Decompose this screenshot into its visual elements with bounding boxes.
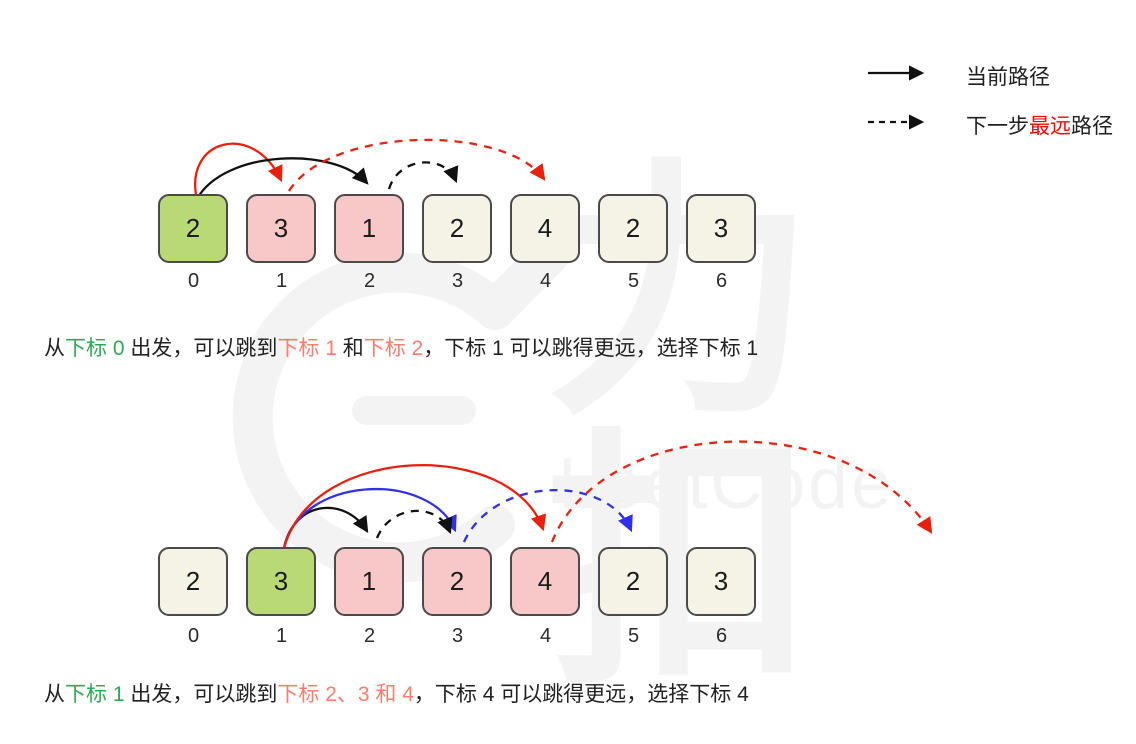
caption-seg: 出发，可以跳到 [124,337,278,360]
d1-index-6: 6 [715,270,728,292]
arrow-d1-0-to-1-red-solid [194,142,283,200]
caption-seg: 下标 2 [363,337,424,360]
d1-box-0: 2 [158,194,228,263]
d2-index-1: 1 [275,625,288,647]
d1-box-3: 2 [422,194,492,263]
d1-index-5: 5 [627,270,640,292]
caption-seg: ，下标 1 可以跳得更远，选择下标 1 [423,337,759,360]
caption-seg: 下标 1 [277,337,337,360]
caption-seg: 和 [336,337,364,360]
legend-next-path-seg: 路径 [1071,115,1113,138]
legend-next-path-seg: 最远 [1029,115,1071,138]
d2-box-4: 4 [510,547,580,616]
legend-next-path-label: 下一步最远路径 [966,110,1113,140]
arrow-d1-0-to-2-black-solid [195,157,369,200]
d1-index-0: 0 [187,270,200,292]
legend-current-path-label: 当前路径 [966,66,1050,89]
d1-index-1: 1 [275,270,288,292]
d1-box-1: 3 [246,194,316,263]
d1-box-6: 3 [686,194,756,263]
d2-box-6: 3 [686,547,756,616]
d1-index-3: 3 [451,270,464,292]
d2-box-1: 3 [246,547,316,616]
d1-box-5: 2 [598,194,668,263]
arrow-d1-1-to-4-red-dashed [288,138,546,192]
d1-index-2: 2 [363,270,376,292]
d2-box-0: 2 [158,547,228,616]
arrow-d2-1-to-2-black-solid [282,506,369,549]
d2-index-0: 0 [187,625,200,647]
caption-step-1: 从下标 0 出发，可以跳到下标 1 和下标 2，下标 1 可以跳得更远，选择下标… [44,332,758,362]
arrow-d2-3-to-5-blue-dashed [462,489,633,543]
caption-seg: 下标 0 [65,337,125,360]
caption-seg: 出发，可以跳到 [124,683,278,706]
arrow-d2-1-to-4-red-solid [282,464,547,549]
caption-seg: 从 [44,337,65,360]
d2-index-2: 2 [363,625,376,647]
d1-box-2: 1 [334,194,404,263]
d2-box-2: 1 [334,547,404,616]
d2-index-4: 4 [539,625,552,647]
d1-box-4: 4 [510,194,580,263]
arrow-d2-1-to-3-blue-solid [282,487,457,549]
caption-seg: 从 [44,683,65,706]
arrow-d2-2-to-3-black-dashed [375,509,453,539]
watermark-logo-text: 力扣 [545,144,843,700]
d2-box-5: 2 [598,547,668,616]
caption-seg: 下标 2、3 和 4 [277,683,414,706]
caption-seg: ，下标 4 可以跳得更远，选择下标 4 [413,683,749,706]
caption-seg: 下标 1 [65,683,125,706]
caption-step-2: 从下标 1 出发，可以跳到下标 2、3 和 4，下标 4 可以跳得更远，选择下标… [44,678,749,708]
d2-index-3: 3 [451,625,464,647]
arrow-d2-4-to-8-red-dashed [550,440,933,543]
arrow-d1-2-to-3-black-dashed [387,161,459,190]
d2-box-3: 2 [422,547,492,616]
d2-index-6: 6 [715,625,728,647]
d1-index-4: 4 [539,270,552,292]
d2-index-5: 5 [627,625,640,647]
legend-next-path-seg: 下一步 [966,115,1029,138]
